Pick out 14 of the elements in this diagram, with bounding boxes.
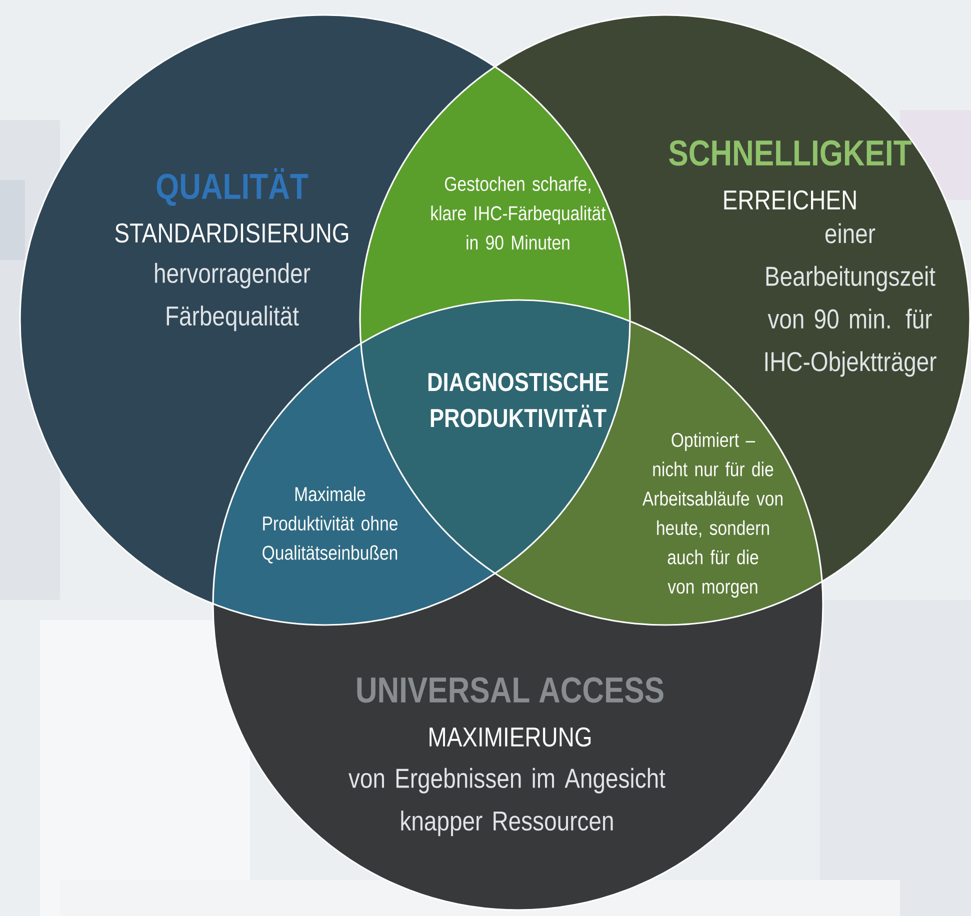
circle-heading: SCHNELLIGKEIT	[669, 140, 912, 166]
circle-subheading: ERREICHEN	[724, 190, 856, 210]
venn-circle	[19, 14, 631, 626]
circle-description: von Ergebnissen im Angesicht knapper Ressourcen	[348, 768, 666, 836]
overlap-title: DIAGNOSTISCHE PRODUKTIVITÄT	[428, 372, 608, 428]
overlap-text: Maximale Produktivität ohne Qualitätseinbußen	[262, 486, 398, 564]
circle-heading: QUALITÄT	[156, 168, 308, 206]
circle-description: einer Bearbeitungszeit von 90 min. für IHC-Objektträger	[765, 223, 936, 377]
circle-description: hervorragender Färbequalität	[155, 262, 310, 332]
overlap-text: Gestochen scharfe, klare IHC-Färbequalität in 90 Minuten	[431, 176, 606, 250]
circle-subheading: STANDARDISIERUNG	[115, 223, 348, 243]
circle-subheading: MAXIMIERUNG	[430, 727, 591, 747]
overlap-text: Optimiert – nicht nur für die Arbeitsabläufe von heute, sondern auch für die von morgen	[642, 432, 782, 598]
circle-heading: UNIVERSAL ACCESS	[357, 677, 664, 703]
